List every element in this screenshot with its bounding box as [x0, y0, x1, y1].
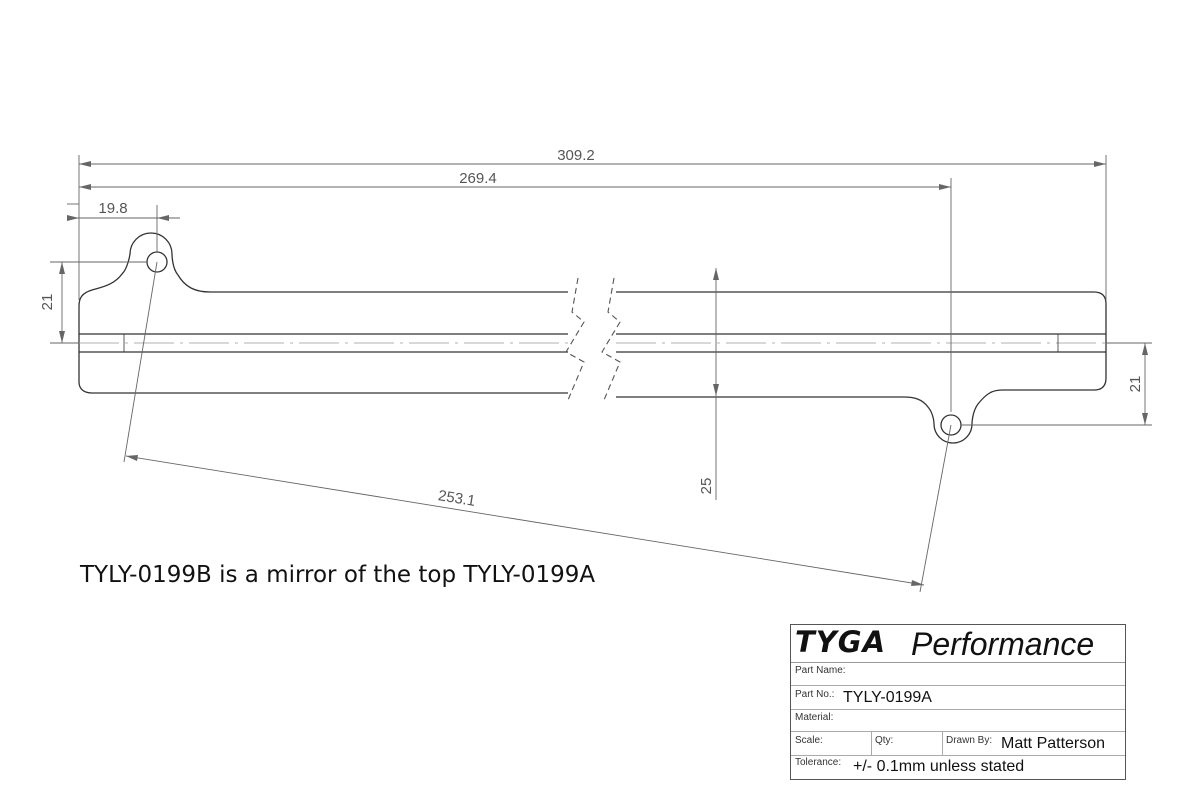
material-label: Material:	[795, 712, 834, 723]
tolerance-row: Tolerance: +/- 0.1mm unless stated	[791, 756, 1125, 779]
dimension-lines	[50, 155, 1152, 593]
qty-label: Qty:	[875, 735, 894, 746]
scale-label: Scale:	[795, 735, 823, 746]
tolerance-value: +/- 0.1mm unless stated	[853, 758, 1025, 775]
dim-overall-length: 309.2	[557, 147, 595, 164]
break-lines	[565, 277, 621, 401]
mirror-note: TYLY-0199B is a mirror of the top TYLY-0…	[80, 562, 596, 588]
bracket-outline-left	[78, 232, 568, 394]
title-block: TYGA Performance Part Name: Part No.: TY…	[790, 624, 1126, 780]
part-no-label: Part No.:	[795, 689, 835, 700]
arrowheads	[59, 161, 1148, 586]
tolerance-label: Tolerance:	[795, 757, 842, 768]
dim-left-height: 21	[39, 294, 56, 311]
dim-hole-to-hole-x: 269.4	[459, 170, 497, 187]
dim-bar-height: 25	[698, 478, 715, 495]
brand-subtitle: Performance	[911, 626, 1095, 662]
dim-right-height: 21	[1127, 376, 1144, 393]
dim-hole-center-distance: 253.1	[437, 487, 477, 510]
brand-logo: TYGA	[795, 625, 887, 659]
dim-hole-offset-x: 19.8	[98, 200, 127, 217]
title-block-logo: TYGA Performance	[791, 625, 1125, 663]
part-no-value: TYLY-0199A	[843, 689, 932, 706]
drawn-by-label: Drawn By:	[946, 735, 993, 746]
part-outline	[78, 232, 1107, 444]
drawn-by-value: Matt Patterson	[1001, 735, 1106, 752]
part-name-label: Part Name:	[795, 665, 846, 676]
scale-qty-drawn-row: Scale: Qty: Drawn By: Matt Patterson	[791, 732, 1125, 756]
part-no-row: Part No.: TYLY-0199A	[791, 686, 1125, 710]
part-name-row: Part Name:	[791, 662, 1125, 686]
bracket-outline-right	[616, 291, 1107, 444]
material-row: Material:	[791, 710, 1125, 732]
